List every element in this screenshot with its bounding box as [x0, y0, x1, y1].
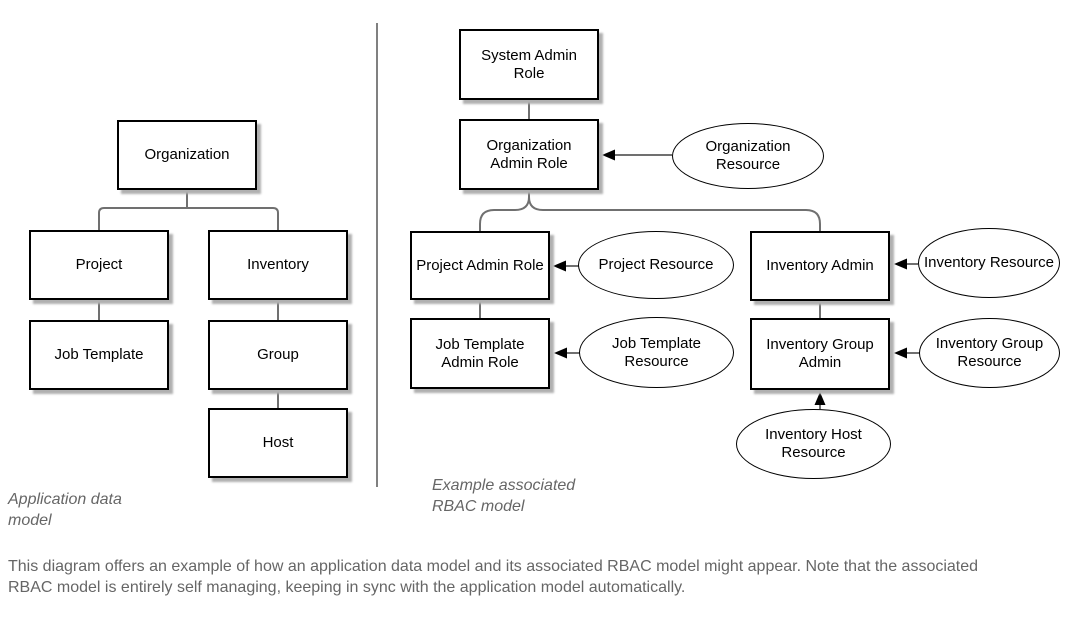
- resource-arrows: [553, 149, 920, 409]
- node-organization: Organization: [117, 120, 257, 190]
- node-inventory-host-resource: Inventory Host Resource: [736, 409, 891, 479]
- arrowhead-inventory: [894, 258, 907, 270]
- node-project-resource-label: Project Resource: [598, 256, 714, 273]
- node-inventory-resource: Inventory Resource: [918, 228, 1060, 298]
- node-job-template-resource-label: Job Template Resource: [612, 334, 701, 370]
- node-inventory-group-resource-label: Inventory Group Resource: [935, 335, 1044, 370]
- node-system-admin-role: System Admin Role: [459, 29, 599, 100]
- node-project: Project: [29, 230, 169, 300]
- node-inventory-admin: Inventory Admin: [750, 231, 890, 301]
- node-group: Group: [208, 320, 348, 390]
- node-system-admin-role-label: System Admin Role: [481, 46, 577, 82]
- node-group-label: Group: [257, 346, 299, 363]
- node-project-admin-role-label: Project Admin Role: [416, 256, 544, 274]
- node-inventory-label: Inventory: [247, 256, 309, 273]
- node-job-template-admin-role-label: Job Template Admin Role: [435, 335, 525, 371]
- node-project-admin-role: Project Admin Role: [410, 231, 550, 300]
- left-diagram-caption: Application data model: [8, 491, 122, 529]
- node-host-label: Host: [262, 434, 294, 451]
- node-job-template-admin-role: Job Template Admin Role: [410, 318, 550, 389]
- node-inventory-resource-label: Inventory Resource: [923, 254, 1055, 271]
- arrowhead-organization: [602, 149, 615, 161]
- right-diagram-caption: Example associated RBAC model: [432, 477, 576, 515]
- node-organization-resource-label: Organization Resource: [705, 138, 791, 173]
- node-inventory-group-admin: Inventory Group Admin: [750, 318, 890, 390]
- node-organization-label: Organization: [144, 146, 230, 163]
- node-job-template: Job Template: [29, 320, 169, 390]
- arrowhead-project: [553, 260, 566, 272]
- node-project-resource: Project Resource: [578, 231, 734, 299]
- node-host: Host: [208, 408, 348, 478]
- node-inventory: Inventory: [208, 230, 348, 300]
- node-job-template-resource: Job Template Resource: [579, 317, 734, 388]
- node-organization-admin-role: Organization Admin Role: [459, 119, 599, 190]
- node-inventory-group-resource: Inventory Group Resource: [919, 318, 1060, 388]
- left-tree-connectors: [98, 190, 279, 408]
- node-inventory-admin-label: Inventory Admin: [766, 257, 874, 274]
- node-organization-admin-role-label: Organization Admin Role: [486, 136, 572, 172]
- node-organization-resource: Organization Resource: [672, 123, 824, 189]
- right-tree-connectors: [479, 100, 821, 318]
- node-inventory-group-admin-label: Inventory Group Admin: [766, 336, 874, 371]
- description-paragraph: This diagram offers an example of how an…: [8, 558, 979, 596]
- arrowhead-inventory-group: [894, 347, 907, 359]
- arrowhead-inventory-host: [814, 392, 826, 405]
- node-project-label: Project: [75, 256, 123, 273]
- node-inventory-host-resource-label: Inventory Host Resource: [765, 426, 862, 461]
- arrowhead-job-template: [554, 347, 567, 359]
- node-job-template-label: Job Template: [54, 346, 144, 363]
